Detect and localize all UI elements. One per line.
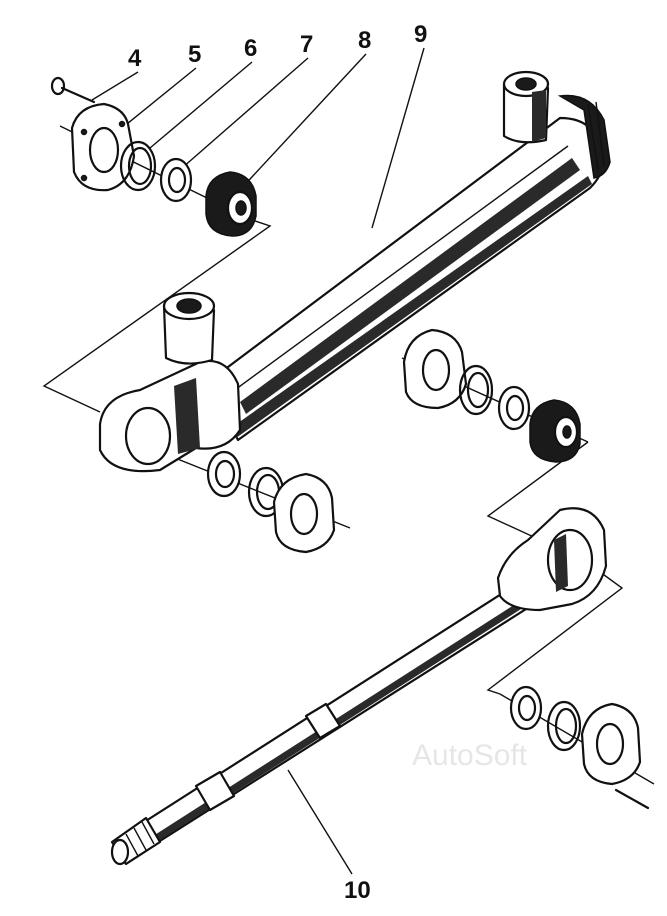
rod-collar-lower bbox=[194, 770, 236, 812]
rod-thread-1 bbox=[125, 833, 139, 857]
rod-thread-3 bbox=[141, 821, 155, 845]
leader-6 bbox=[149, 61, 253, 149]
br-snap-ring-outer bbox=[546, 700, 582, 752]
br-washer-outer bbox=[509, 685, 543, 731]
snap-ring-inner bbox=[127, 146, 153, 186]
axis-step-to-rod bbox=[486, 441, 589, 539]
leader-7 bbox=[181, 57, 309, 169]
rod-eye-bore bbox=[546, 528, 594, 592]
callout-4: 4 bbox=[128, 45, 142, 72]
callout-10: 10 bbox=[344, 877, 371, 904]
rod-shaft-shade bbox=[150, 596, 532, 844]
axis-rod-lower bbox=[486, 571, 624, 695]
br-pin bbox=[614, 788, 650, 810]
thread-line-1 bbox=[587, 103, 599, 171]
watermark-text: AutoSoft bbox=[412, 739, 528, 772]
callout-9: 9 bbox=[414, 21, 427, 48]
flange-hole-2 bbox=[118, 120, 126, 128]
right-hardware-set bbox=[402, 328, 581, 463]
washer-outer bbox=[159, 157, 193, 203]
flange-hole-1 bbox=[80, 128, 88, 136]
flange-plate-bore bbox=[88, 126, 120, 174]
leader-8 bbox=[237, 53, 367, 193]
rear-port-shadow bbox=[532, 90, 546, 142]
callout-labels: 4 5 6 7 8 9 10 bbox=[128, 21, 427, 904]
clevis-bore bbox=[124, 406, 172, 466]
part-4-pin bbox=[50, 76, 96, 104]
callout-6: 6 bbox=[244, 35, 257, 62]
right-snap-ring-outer bbox=[458, 364, 494, 416]
br-washer-inner bbox=[517, 694, 537, 722]
lower-left-hardware-set bbox=[206, 450, 336, 554]
part-7-washer bbox=[159, 157, 193, 203]
washer-inner bbox=[167, 166, 187, 194]
pin-head bbox=[50, 76, 66, 96]
leader-9 bbox=[371, 47, 425, 229]
part-9-cylinder-body bbox=[98, 70, 611, 473]
snap-ring-outer bbox=[119, 140, 157, 192]
right-washer-outer bbox=[497, 385, 531, 431]
rod-eye-shadow bbox=[554, 534, 568, 592]
pin-shank bbox=[60, 86, 96, 104]
leader-10 bbox=[287, 769, 353, 875]
part-6-snap-ring bbox=[119, 140, 157, 192]
leader-lines bbox=[91, 47, 425, 875]
front-port-hole bbox=[176, 298, 202, 314]
leader-5 bbox=[121, 67, 197, 129]
thread-line-2 bbox=[595, 101, 605, 167]
lower-washer-outer bbox=[206, 450, 242, 498]
right-bushing-bore bbox=[562, 425, 572, 439]
rod-thread-2 bbox=[133, 827, 147, 851]
rear-port-hole bbox=[515, 77, 537, 91]
callout-8: 8 bbox=[358, 27, 371, 54]
right-washer-inner bbox=[505, 394, 525, 422]
callout-7: 7 bbox=[300, 31, 313, 58]
right-snap-ring-inner bbox=[466, 371, 490, 409]
part-10-piston-rod bbox=[110, 507, 608, 866]
br-flange-bore bbox=[595, 722, 625, 766]
flange-hole-3 bbox=[80, 174, 88, 182]
rod-tip-end bbox=[110, 838, 130, 866]
br-snap-ring-inner bbox=[554, 707, 578, 745]
front-port-boss bbox=[162, 304, 216, 365]
tube-shade-band-1 bbox=[240, 158, 580, 414]
callout-5: 5 bbox=[188, 41, 201, 68]
part-5-flange-plate bbox=[70, 102, 136, 192]
part-8-bushing bbox=[205, 171, 257, 237]
bushing-bore bbox=[235, 200, 247, 216]
rod-collar-middle bbox=[304, 702, 342, 740]
lower-flange-bore bbox=[289, 492, 319, 536]
clevis-shadow bbox=[174, 378, 200, 454]
leader-4 bbox=[91, 71, 139, 101]
tube-shade-band-2 bbox=[228, 176, 592, 438]
rod-shaft bbox=[136, 580, 536, 848]
tube-highlight-line bbox=[231, 145, 569, 393]
bottom-right-hardware-set bbox=[509, 685, 650, 810]
right-flange-bore bbox=[421, 348, 451, 392]
lower-washer-inner bbox=[214, 459, 236, 489]
